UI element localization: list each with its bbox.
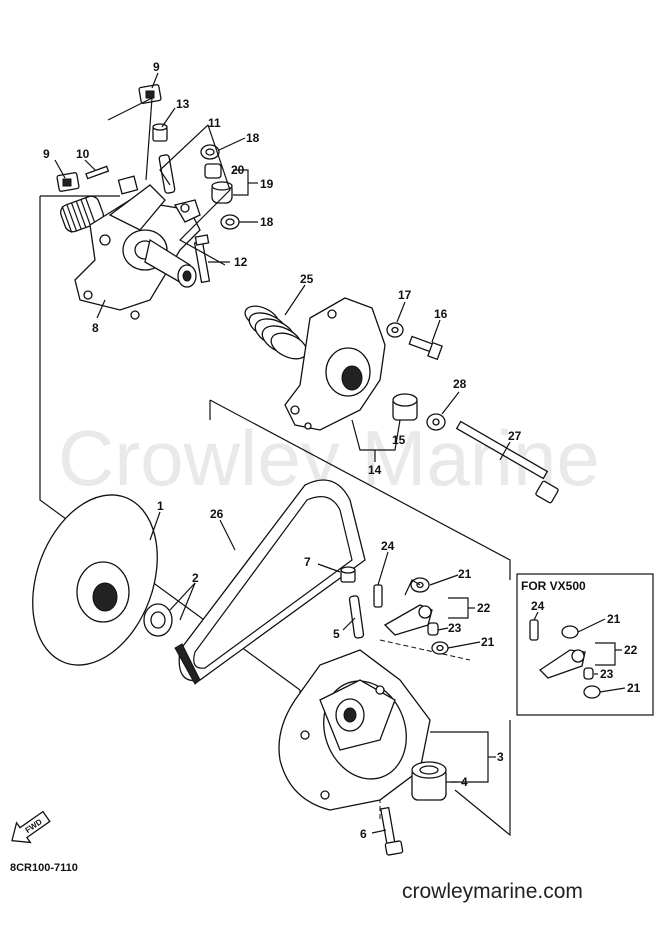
weight-arm-22 [383,604,433,636]
callout-13: 13 [176,97,190,111]
washer-28 [426,413,446,431]
callout-27: 27 [508,429,522,443]
pin-24 [373,584,383,608]
callout-25: 25 [300,272,314,286]
callout-28: 28 [453,377,467,391]
bolt-12 [193,234,211,284]
callout-2: 2 [192,571,199,585]
vx500-callout-22: 22 [624,643,638,657]
bushing-15 [392,393,418,421]
roller-19 [211,181,233,204]
cam-14 [284,297,386,431]
bushing-2 [143,603,173,637]
vx500-callout-23: 23 [600,667,614,681]
callout-26: 26 [210,507,224,521]
callout-16: 16 [434,307,448,321]
callout-24: 24 [381,539,395,553]
fwd-arrow-icon: FWD [11,810,51,844]
callout-19: 19 [260,177,274,191]
callout-22: 22 [477,601,491,615]
callout-labels: 9 13 11 18 9 10 20 19 18 12 25 17 16 8 2… [43,60,641,841]
sheave-1 [32,494,158,666]
collar-18-bottom [220,214,240,230]
callout-21-bottom: 21 [481,635,495,649]
bushing-4 [411,761,447,801]
bolt-16 [408,335,443,361]
website-text: crowleymarine.com [402,880,583,903]
callout-1: 1 [157,499,164,513]
callout-14: 14 [368,463,382,477]
slider-9-top [138,84,162,104]
inset-title: FOR VX500 [521,579,586,593]
vx500-callout-21-bottom: 21 [627,681,641,695]
callout-11: 11 [208,116,221,130]
callout-9-top: 9 [153,60,160,74]
callout-23: 23 [448,621,462,635]
callout-20: 20 [231,163,245,177]
callout-8: 8 [92,321,99,335]
pin-11 [158,154,176,194]
callout-3: 3 [497,750,504,764]
callout-4: 4 [461,775,468,789]
movable-sheave-3 [278,649,431,811]
vx500-callout-21-top: 21 [607,612,621,626]
slider-9-left [56,172,80,192]
nut-13 [152,123,168,142]
callout-6: 6 [360,827,367,841]
leader-lines [54,72,626,834]
bolt-6 [380,806,404,856]
collar-21-bottom [431,641,449,655]
callout-7: 7 [304,555,311,569]
callout-18-top: 18 [246,131,260,145]
collar-18-top [200,144,220,160]
vx500-inset: FOR VX500 [516,573,654,716]
callout-9-left: 9 [43,147,50,161]
nut-7 [340,566,356,583]
drive-belt-26 [174,479,366,685]
pin-10 [85,165,110,180]
diagram-code: 8CR100-7110 [10,862,78,874]
callout-18-bottom: 18 [260,215,274,229]
vx500-callout-24: 24 [531,599,545,613]
callout-21-top: 21 [458,567,472,581]
rod-5 [348,595,365,639]
callout-10: 10 [76,147,90,161]
collar-20 [204,163,222,179]
callout-5: 5 [333,627,340,641]
callout-12: 12 [234,255,248,269]
fixed-sheave-assembly [60,175,201,320]
washer-17 [386,322,404,338]
bolt-27 [455,420,559,504]
roller-23 [427,622,439,636]
spring-25 [244,305,308,360]
callout-15: 15 [392,433,406,447]
callout-17: 17 [398,288,412,302]
